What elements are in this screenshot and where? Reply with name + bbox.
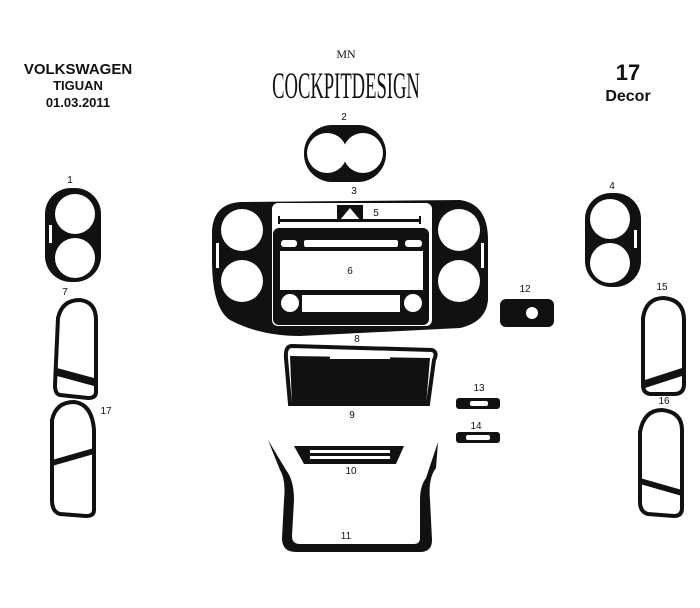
logo-mark: MN	[336, 47, 356, 61]
part-9: 9	[290, 356, 430, 421]
part-13: 13	[456, 383, 500, 409]
part-label: 16	[658, 396, 670, 407]
part-label: 5	[373, 208, 379, 219]
part-7: 7	[52, 287, 98, 401]
part-label: 3	[351, 186, 357, 197]
part-label: 4	[609, 181, 615, 192]
part-2: 2	[304, 112, 386, 182]
part-14: 14	[456, 421, 500, 443]
part-label: 12	[519, 284, 531, 295]
part-5: 5	[278, 205, 421, 224]
part-label: 7	[62, 287, 68, 298]
part-6: 6	[273, 228, 429, 325]
cockpitdesign-logo: MN COCKPITDESIGN	[272, 47, 420, 107]
part-11: 11	[268, 440, 438, 552]
kit-type: Decor	[605, 88, 650, 105]
part-label: 1	[67, 175, 73, 186]
part-1: 1	[45, 175, 101, 282]
part-15: 15	[641, 282, 686, 396]
part-label: 13	[473, 383, 485, 394]
part-label: 11	[341, 531, 352, 542]
part-4: 4	[585, 181, 641, 287]
part-10: 10	[294, 446, 404, 477]
diagram-date: 01.03.2011	[46, 95, 110, 110]
part-label: 9	[349, 410, 355, 421]
part-label: 2	[341, 112, 347, 123]
part-label: 6	[347, 266, 353, 277]
part-label: 10	[345, 466, 357, 477]
part-count: 17	[616, 60, 640, 85]
part-label: 8	[354, 334, 360, 345]
vehicle-model: TIGUAN	[53, 78, 103, 93]
part-label: 15	[656, 282, 668, 293]
part-label: 14	[470, 421, 482, 432]
part-label: 17	[100, 406, 112, 417]
vehicle-make: VOLKSWAGEN	[24, 61, 132, 78]
part-12: 12	[500, 284, 554, 327]
logo-text: COCKPITDESIGN	[272, 66, 420, 107]
part-16: 16	[638, 396, 684, 519]
part-17: 17	[50, 399, 112, 519]
